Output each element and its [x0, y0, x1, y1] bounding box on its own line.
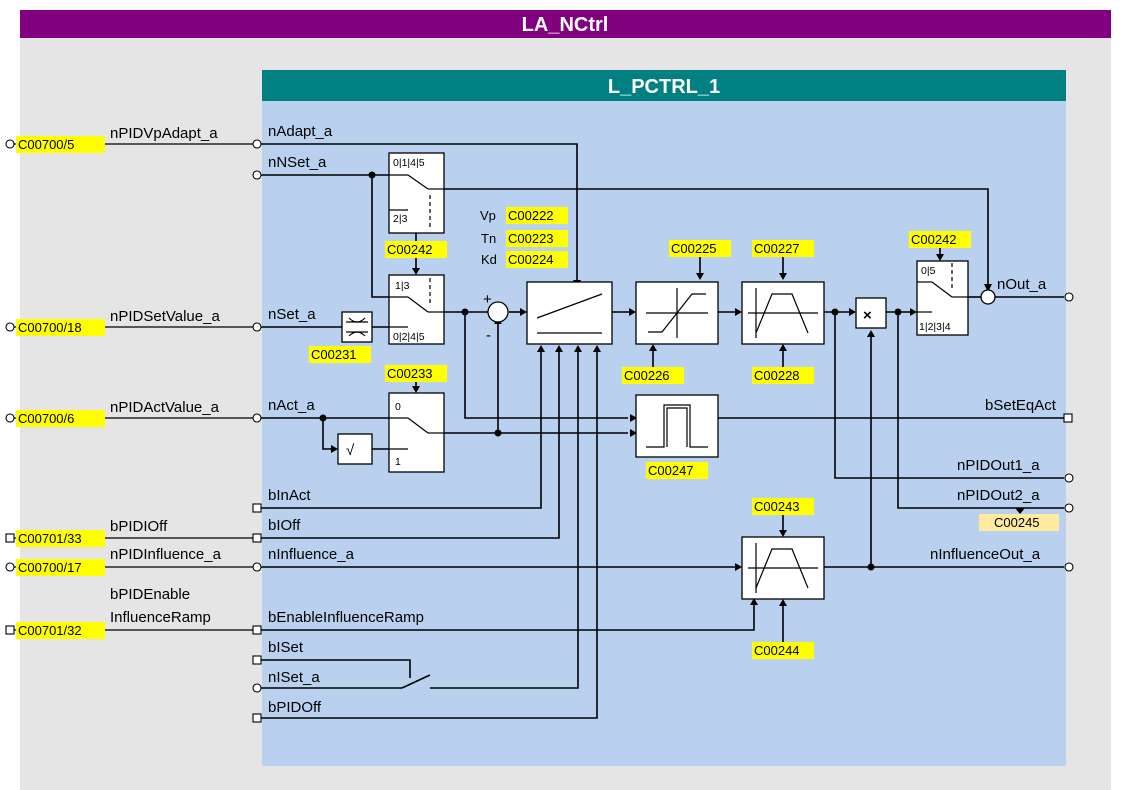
inner-header — [262, 70, 1066, 101]
setpoint-filter-block — [341, 311, 373, 343]
multiply-symbol: × — [863, 307, 872, 324]
sqrt-symbol: √ — [346, 442, 355, 459]
switch-top-label: 0|5 — [921, 265, 936, 277]
switch-bottom-label: 0|2|4|5 — [393, 331, 425, 343]
input-biset: bISet — [268, 639, 304, 656]
switch-top-label: 1|3 — [395, 280, 410, 292]
minus-sign: - — [486, 327, 491, 344]
outputs: nOut_a bSetEqAct nPIDOut1_a nPIDOut2_a n… — [930, 276, 1074, 572]
code-label: C00701/32 — [18, 623, 82, 638]
influence-ramp-block — [741, 536, 825, 600]
ext-input-pidioff: C00701/33 bPIDIOff — [5, 518, 256, 547]
code-label: C00700/18 — [18, 320, 82, 335]
code-c00242-right: C00242 — [911, 232, 957, 247]
signal-label: nPIDSetValue_a — [110, 308, 220, 325]
summing-point: + - — [483, 291, 509, 344]
output-npidout2: nPIDOut2_a — [957, 487, 1040, 504]
code-c00244: C00244 — [754, 643, 800, 658]
sqrt-block: √ — [337, 433, 373, 465]
kd-code: C00224 — [508, 252, 554, 267]
input-nnset: nNSet_a — [268, 154, 327, 171]
code-c00231: C00231 — [311, 347, 357, 362]
input-nset: nSet_a — [268, 306, 316, 323]
code-label: C00700/5 — [18, 137, 74, 152]
output-ninfluenceout: nInfluenceOut_a — [930, 546, 1041, 563]
signal-label: nPIDActValue_a — [110, 399, 220, 416]
limiter-block — [635, 281, 719, 345]
code-c00227: C00227 — [754, 241, 800, 256]
internal-inputs: nAdapt_a nNSet_a nSet_a nAct_a bInAct bI… — [252, 123, 424, 723]
kd-label: Kd — [481, 252, 497, 267]
switch-top-label: 0|1|4|5 — [393, 157, 425, 169]
signal-label: InfluenceRamp — [110, 609, 211, 626]
comparison-window-block — [635, 394, 719, 458]
signal-wires — [261, 143, 1064, 719]
switch-bottom-label: 2|3 — [393, 213, 408, 225]
input-nact: nAct_a — [268, 397, 315, 414]
code-c00233: C00233 — [387, 366, 433, 381]
code-label: C00700/6 — [18, 411, 74, 426]
pid-parameters: Vp C00222 Tn C00223 Kd C00224 — [480, 207, 568, 268]
code-c00242-left: C00242 — [387, 242, 433, 257]
plus-sign: + — [483, 291, 492, 308]
vp-label: Vp — [480, 208, 496, 223]
code-c00226: C00226 — [624, 368, 670, 383]
input-nadapt: nAdapt_a — [268, 123, 333, 140]
code-c00247: C00247 — [648, 463, 694, 478]
code-c00228: C00228 — [754, 368, 800, 383]
pid-controller-block — [526, 281, 613, 345]
code-c00245: C00245 — [994, 515, 1040, 530]
actual-value-switch: 0 1 — [388, 392, 445, 473]
setpoint-switch-1: 0|1|4|5 2|3 — [388, 152, 445, 234]
input-niset: nISet_a — [268, 669, 320, 686]
ramp-generator-block — [741, 281, 825, 345]
signal-label: bPIDEnable — [110, 586, 190, 603]
code-label: C00701/33 — [18, 531, 82, 546]
code-c00225: C00225 — [671, 241, 717, 256]
input-ninfluence: nInfluence_a — [268, 546, 355, 563]
code-c00243: C00243 — [754, 499, 800, 514]
multiplier-block: × — [855, 297, 887, 329]
input-benable-influence-ramp: bEnableInfluenceRamp — [268, 609, 424, 626]
setpoint-switch-2: 1|3 0|2|4|5 — [388, 274, 445, 345]
code-label: C00700/17 — [18, 560, 82, 575]
input-binact: bInAct — [268, 487, 311, 504]
input-bioff: bIOff — [268, 517, 301, 534]
switch-top-label: 0 — [395, 401, 401, 413]
signal-label: nPIDInfluence_a — [110, 546, 222, 563]
switch-bottom-label: 1|2|3|4 — [919, 321, 951, 333]
signal-label: nPIDVpAdapt_a — [110, 125, 218, 142]
ext-input-vpadapt: C00700/5 nPIDVpAdapt_a — [5, 125, 258, 153]
output-npidout1: nPIDOut1_a — [957, 457, 1040, 474]
outer-header — [20, 10, 1111, 38]
tn-code: C00223 — [508, 231, 554, 246]
code-labels: C00231 C00233 C00242 C00242 C00225 C0022… — [309, 231, 1059, 659]
ext-input-setvalue: C00700/18 nPIDSetValue_a — [5, 308, 258, 336]
input-bpidoff: bPIDOff — [268, 699, 322, 716]
switch-bottom-label: 1 — [395, 456, 401, 468]
outer-title: LA_NCtrl — [522, 14, 609, 36]
ext-input-actvalue: C00700/6 nPIDActValue_a — [5, 399, 258, 427]
output-bseteqact: bSetEqAct — [985, 397, 1057, 414]
inner-title: L_PCTRL_1 — [608, 76, 720, 98]
ext-input-influence: C00700/17 nPIDInfluence_a — [5, 546, 258, 576]
ext-input-enable-influence-ramp: C00701/32 bPIDEnable InfluenceRamp — [5, 586, 256, 639]
output-junction — [980, 289, 996, 305]
vp-code: C00222 — [508, 208, 554, 223]
tn-label: Tn — [481, 231, 496, 246]
output-nout: nOut_a — [997, 276, 1047, 293]
output-switch: 0|5 1|2|3|4 — [916, 260, 969, 336]
signal-label: bPIDIOff — [110, 518, 168, 535]
